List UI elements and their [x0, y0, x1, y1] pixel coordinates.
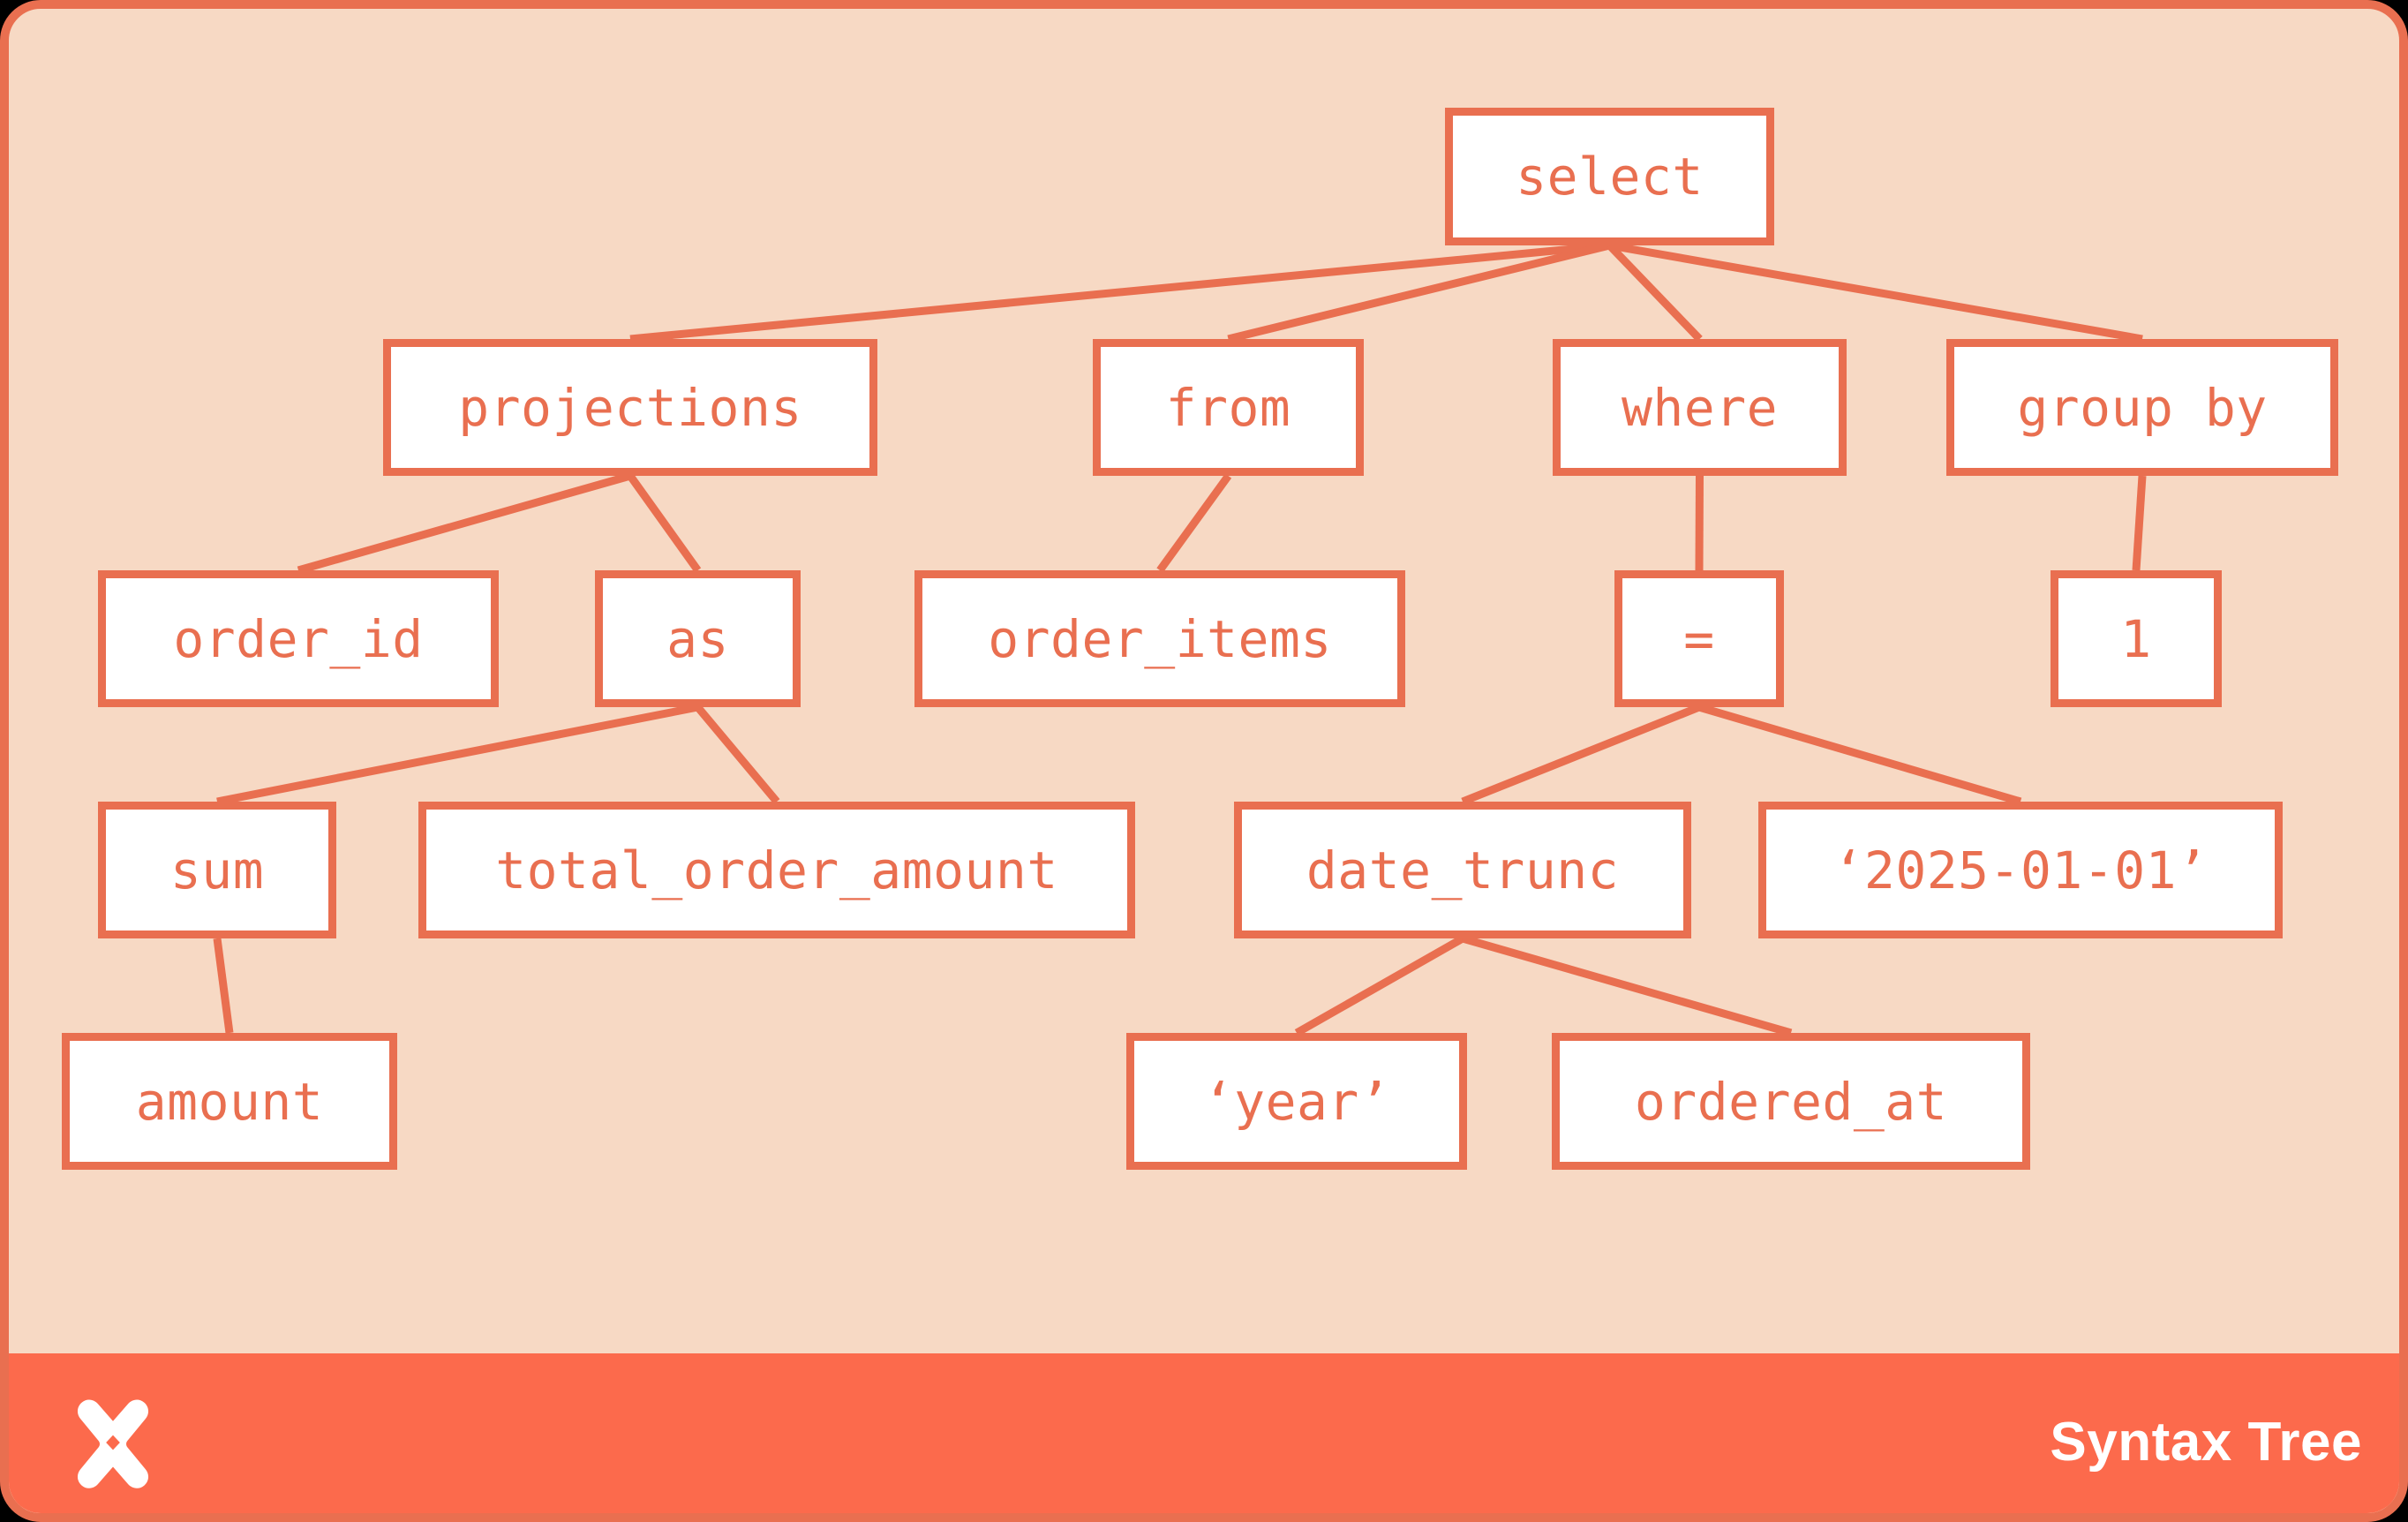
- tree-node-label: ordered_at: [1634, 1071, 1948, 1132]
- tree-node-label: =: [1683, 608, 1715, 669]
- tree-edge: [627, 473, 702, 573]
- tree-node-label: from: [1165, 377, 1291, 438]
- footer-title: Syntax Tree: [2050, 1412, 2362, 1473]
- tree-node-sum[interactable]: sum: [98, 802, 336, 938]
- tree-edge: [695, 704, 780, 804]
- tree-node-label: amount: [135, 1071, 324, 1132]
- tree-edge: [629, 241, 1610, 343]
- tree-node-one[interactable]: 1: [2051, 570, 2222, 707]
- footer-bar: Syntax Tree: [9, 1353, 2399, 1513]
- tree-node-select[interactable]: select: [1445, 108, 1774, 245]
- tree-node-label: order_id: [173, 608, 424, 669]
- tree-node-ordered_at[interactable]: ordered_at: [1552, 1033, 2030, 1170]
- tree-node-label: where: [1621, 377, 1779, 438]
- tree-node-where[interactable]: where: [1553, 339, 1847, 476]
- tree-node-order_items[interactable]: order_items: [914, 570, 1405, 707]
- tree-node-label: date_trunc: [1306, 840, 1620, 900]
- tree-edge: [1607, 242, 1703, 343]
- tree-node-label: ‘year’: [1202, 1071, 1391, 1132]
- tree-edge: [1608, 241, 2143, 343]
- tree-node-label: as: [666, 608, 729, 669]
- tree-edge: [1294, 935, 1465, 1036]
- tree-node-date_trunc[interactable]: date_trunc: [1234, 802, 1691, 938]
- tree-edge: [1697, 703, 2022, 806]
- tree-node-label: order_items: [988, 608, 1332, 669]
- tree-node-amount[interactable]: amount: [62, 1033, 397, 1170]
- tree-node-label: sum: [169, 840, 265, 900]
- tree-node-projections[interactable]: projections: [383, 339, 877, 476]
- tree-edge: [213, 938, 234, 1034]
- tree-node-label: projections: [458, 377, 802, 438]
- tree-node-eq[interactable]: =: [1614, 570, 1784, 707]
- tree-node-as[interactable]: as: [595, 570, 801, 707]
- tree-node-year_literal[interactable]: ‘year’: [1126, 1033, 1467, 1170]
- x-mark-logo: [77, 1399, 149, 1488]
- tree-node-label: 1: [2120, 608, 2152, 669]
- tree-edge: [1227, 241, 1611, 343]
- tree-edge: [1461, 703, 1701, 806]
- tree-edge: [1461, 934, 1793, 1037]
- tree-node-label: group by: [2017, 377, 2268, 438]
- tree-edge: [2132, 475, 2147, 571]
- tree-edge: [297, 471, 632, 575]
- tree-node-order_id[interactable]: order_id: [98, 570, 499, 707]
- tree-node-total_order_amount[interactable]: total_order_amount: [418, 802, 1135, 938]
- tree-node-label: select: [1516, 147, 1704, 207]
- tree-node-label: ‘2025-01-01’: [1832, 840, 2209, 900]
- syntax-tree-diagram: select projections from where group by order_…: [9, 9, 2399, 1353]
- tree-edge: [1695, 475, 1704, 571]
- tree-edge: [1156, 473, 1232, 573]
- tree-edge: [216, 703, 699, 806]
- tree-node-from[interactable]: from: [1093, 339, 1364, 476]
- tree-node-date_literal[interactable]: ‘2025-01-01’: [1758, 802, 2283, 938]
- tree-node-label: total_order_amount: [495, 840, 1058, 900]
- tree-node-group_by[interactable]: group by: [1946, 339, 2338, 476]
